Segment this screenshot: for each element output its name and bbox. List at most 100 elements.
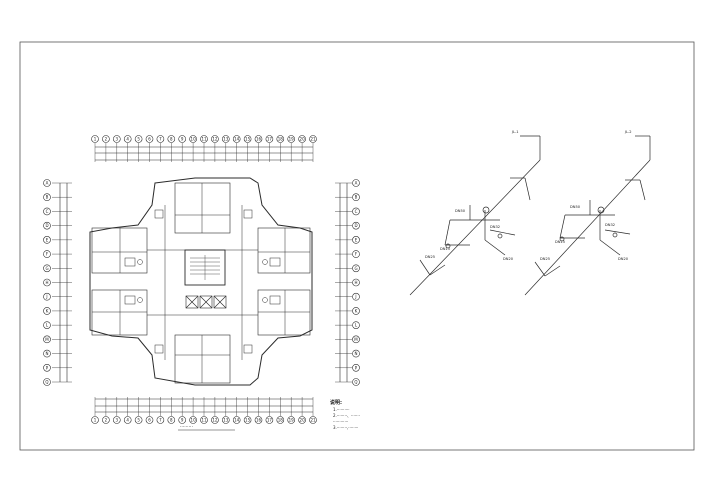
grid-bubble-label: 20 xyxy=(300,418,306,423)
notes-line-1: 1.·········· xyxy=(333,407,350,412)
side-dimension-lines xyxy=(52,182,352,383)
grid-bubble-bottom: 4 xyxy=(123,416,132,424)
grid-bubble-circle xyxy=(156,416,165,424)
top-dimension-lines xyxy=(94,143,314,162)
grid-bubble-label: Q xyxy=(354,380,357,385)
grid-bubble-circle xyxy=(211,135,219,143)
wing-lower-right xyxy=(257,289,311,336)
grid-bubble-label: 16 xyxy=(256,137,262,142)
grid-bubble-circle xyxy=(352,378,360,386)
grid-bubble-circle xyxy=(287,416,296,424)
grid-bubble-label: A xyxy=(46,181,49,186)
grid-bubble-circle xyxy=(43,278,51,287)
stair-treads xyxy=(190,255,220,280)
grid-bubble-left: G xyxy=(43,264,51,273)
grid-bubble-label: 14 xyxy=(234,418,240,423)
grid-bubble-circle xyxy=(178,416,186,424)
grid-bubble-circle xyxy=(91,416,99,424)
grid-bubble-bottom: 21 xyxy=(309,416,317,424)
grid-bubble-label: A xyxy=(355,181,358,186)
grid-bubble-right: E xyxy=(352,236,360,244)
grid-bubble-label: M xyxy=(354,337,358,342)
grid-bubble-circle xyxy=(43,179,51,187)
grid-bubble-top: 15 xyxy=(243,135,252,143)
grid-bubble-label: 8 xyxy=(170,137,173,142)
grid-bubble-label: K xyxy=(46,308,49,313)
grid-bubble-label: 11 xyxy=(201,418,207,423)
grid-bubble-circle xyxy=(102,416,110,424)
grid-bubble-circle xyxy=(145,135,154,143)
grid-bubble-bottom: 15 xyxy=(243,416,252,424)
grid-bubble-circle xyxy=(43,349,51,358)
bottom-dimension-lines xyxy=(94,397,314,416)
grid-bubble-circle xyxy=(265,135,274,143)
grid-bubble-bottom: 1 xyxy=(91,416,99,424)
grid-bubble-label: 1 xyxy=(94,418,97,423)
grid-bubble-top: 9 xyxy=(178,135,186,143)
grid-bubble-circle xyxy=(222,135,230,143)
grid-bubble-label: 2 xyxy=(105,418,108,423)
grid-bubble-bottom: 6 xyxy=(145,416,154,424)
grid-bubble-circle xyxy=(352,221,360,230)
grid-bubble-top: 6 xyxy=(145,135,154,143)
grid-bubble-label: 15 xyxy=(245,418,251,423)
grid-bubble-top: 19 xyxy=(287,135,296,143)
grid-bubble-bottom: 18 xyxy=(276,416,285,424)
grid-bubble-label: 19 xyxy=(289,137,295,142)
grid-bubble-bottom: 14 xyxy=(232,416,241,424)
grid-bubble-circle xyxy=(167,416,176,424)
grid-bubble-bottom: 7 xyxy=(156,416,165,424)
grid-bubble-label: B xyxy=(46,195,49,200)
grid-bubble-right: F xyxy=(352,250,360,258)
grid-bubble-circle xyxy=(352,193,360,202)
grid-bubble-right: H xyxy=(352,278,360,287)
grid-bubble-label: 13 xyxy=(223,137,229,142)
grid-bubble-top: 10 xyxy=(189,135,197,143)
grid-bubble-circle xyxy=(232,135,241,143)
grid-bubble-circle xyxy=(254,416,263,424)
grid-bubble-bottom: 10 xyxy=(189,416,197,424)
grid-bubble-label: 3 xyxy=(116,418,119,423)
grid-bubble-circle xyxy=(352,335,360,344)
grid-bubble-circle xyxy=(352,321,360,329)
grid-bubble-left: P xyxy=(43,363,51,372)
grid-bubble-label: P xyxy=(46,365,49,370)
grid-bubble-circle xyxy=(43,378,51,386)
grid-bubble-label: D xyxy=(45,223,48,228)
pipe-label: DN25 xyxy=(540,257,550,261)
grid-bubble-right: Q xyxy=(352,378,360,386)
grid-bubble-label: 16 xyxy=(256,418,262,423)
grid-bubble-circle xyxy=(134,416,143,424)
grid-bubble-top: 17 xyxy=(265,135,274,143)
grid-bubble-label: 6 xyxy=(148,137,151,142)
grid-bubble-circle xyxy=(211,416,219,424)
grid-bubble-circle xyxy=(145,416,154,424)
grid-bubble-circle xyxy=(123,135,132,143)
bottom-dimension-ticks xyxy=(94,397,314,416)
grid-bubble-right: B xyxy=(352,193,360,202)
grid-bubble-circle xyxy=(43,221,51,230)
grid-bubble-circle xyxy=(134,135,143,143)
grid-bubble-top: 16 xyxy=(254,135,263,143)
grid-bubble-circle xyxy=(200,416,208,424)
floor-plan xyxy=(52,143,352,416)
grid-bubble-right: D xyxy=(352,221,360,230)
grid-bubble-bottom: 17 xyxy=(265,416,274,424)
interior-walls xyxy=(92,183,310,383)
grid-bubble-label: 15 xyxy=(245,137,251,142)
sheet-frame xyxy=(19,41,695,451)
grid-bubble-circle xyxy=(352,307,360,315)
grid-bubble-circle xyxy=(43,335,51,344)
pipe-label: DN50 xyxy=(570,205,581,209)
grid-bubble-label: 17 xyxy=(267,418,273,423)
grid-bubble-label: G xyxy=(45,266,48,271)
grid-bubble-circle xyxy=(287,135,296,143)
grid-bubble-label: B xyxy=(355,195,358,200)
grid-bubble-circle xyxy=(189,135,197,143)
grid-bubble-circle xyxy=(352,363,360,372)
grid-bubble-label: 21 xyxy=(310,418,316,423)
notes-heading: 说明: xyxy=(330,399,342,406)
